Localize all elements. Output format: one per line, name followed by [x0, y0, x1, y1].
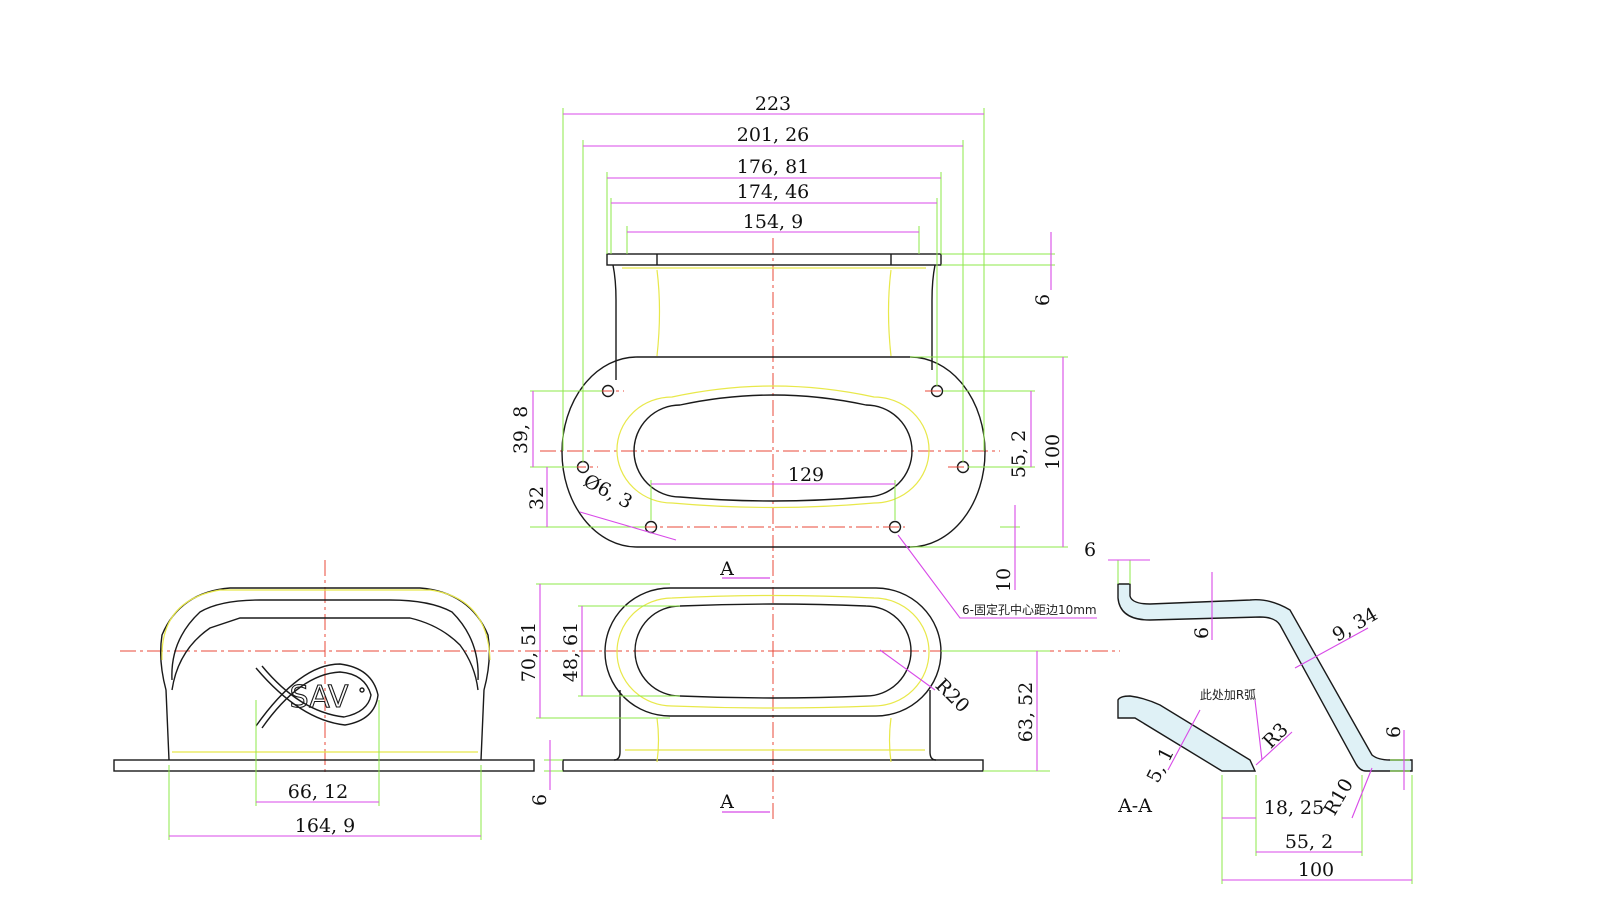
- front-inner-opening: [634, 603, 912, 699]
- dim-63-52: 63, 52: [1015, 682, 1037, 742]
- dim-55-2: 55, 2: [1008, 430, 1030, 478]
- dim-100: 100: [1042, 434, 1064, 470]
- dim-55-2-sec: 55, 2: [1285, 831, 1333, 853]
- section-upper-profile: [1117, 583, 1413, 772]
- dim-6-sec-top: 6: [1084, 539, 1096, 561]
- front-base-plate: [562, 759, 984, 772]
- top-flange: [606, 253, 942, 266]
- dim-hole-diameter: Ø6, 3: [580, 470, 636, 514]
- dim-5-1: 5, 1: [1143, 744, 1179, 786]
- front-outer-oval: [604, 587, 942, 717]
- neck-left: [612, 264, 617, 380]
- dim-10: 10: [993, 568, 1015, 592]
- dim-18-25: 18, 25: [1264, 797, 1324, 819]
- dim-164-9: 164, 9: [295, 815, 355, 837]
- dim-6-base: 6: [529, 794, 551, 806]
- section-mark-a-bottom: A: [719, 791, 734, 813]
- dim-154-9: 154, 9: [743, 211, 803, 233]
- fish-logo-icon: [255, 663, 379, 727]
- note-add-radius: 此处加R弧: [1200, 688, 1256, 702]
- section-view-a-a: 6 6 9, 34 此处加R弧 R3 5, 1 6 R10 A-A 18, 25…: [1084, 539, 1413, 884]
- logo-text: SAV: [290, 680, 349, 715]
- dim-r10: R10: [1320, 775, 1358, 819]
- neck-right: [931, 264, 936, 370]
- dim-223: 223: [755, 93, 791, 115]
- dim-129: 129: [788, 464, 824, 486]
- note-holes: 6-固定孔中心距边10mm: [962, 602, 1097, 617]
- dim-66-12: 66, 12: [288, 781, 348, 803]
- sav-fish-logo: SAV: [255, 663, 379, 729]
- dim-48-61: 48, 61: [560, 622, 582, 682]
- dim-9-34: 9, 34: [1329, 603, 1382, 646]
- side-view: SAV 66, 12 164, 9: [113, 560, 1120, 840]
- dim-174-46: 174, 46: [737, 181, 810, 203]
- dim-6-sec-mid: 6: [1191, 627, 1213, 639]
- dim-176-81: 176, 81: [737, 156, 810, 178]
- top-view: 223 201, 26 176, 81 174, 46 154, 9 129 6…: [510, 93, 1097, 619]
- section-lower-profile: [1117, 695, 1257, 772]
- dim-6-sec-right: 6: [1383, 726, 1405, 738]
- dim-32: 32: [526, 486, 548, 510]
- center-opening: [633, 394, 913, 502]
- section-label: A-A: [1117, 795, 1152, 817]
- dim-r3: R3: [1259, 719, 1293, 753]
- section-mark-a-top: A: [719, 558, 734, 580]
- front-view: A A 70, 51 48, 61 63, 52 6 R20: [518, 558, 1050, 820]
- dim-r20: R20: [931, 674, 974, 717]
- dim-70-51: 70, 51: [518, 622, 540, 682]
- dim-201-26: 201, 26: [737, 124, 810, 146]
- dim-39-8: 39, 8: [510, 406, 532, 454]
- dim-6-top: 6: [1032, 294, 1054, 306]
- side-body-outline: [159, 587, 491, 761]
- dim-100-sec: 100: [1298, 859, 1334, 881]
- side-base-plate: [113, 759, 535, 772]
